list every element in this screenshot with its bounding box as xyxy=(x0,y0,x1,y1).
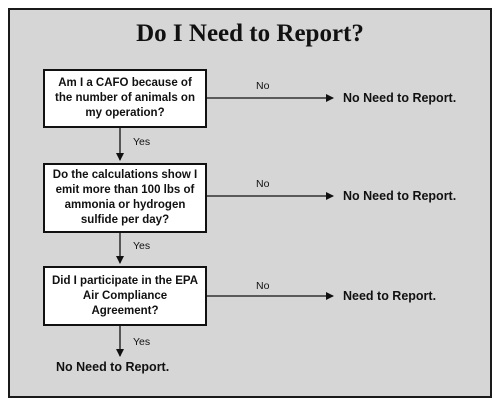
q3-no-label: No xyxy=(256,280,270,292)
q2-no-label: No xyxy=(256,178,270,190)
q1-yes-label: Yes xyxy=(133,136,151,148)
question-box-1: Am I a CAFO because of the number of ani… xyxy=(43,69,207,128)
q1-no-outcome: No Need to Report. xyxy=(343,91,457,105)
chart-title: Do I Need to Report? xyxy=(136,20,364,47)
question-box-3: Did I participate in the EPA Air Complia… xyxy=(43,266,207,326)
q1-no-label: No xyxy=(256,80,270,92)
question-box-2: Do the calculations show I emit more tha… xyxy=(43,163,207,233)
q3-yes-label: Yes xyxy=(133,336,151,348)
q2-no-outcome: No Need to Report. xyxy=(343,189,457,203)
q2-yes-label: Yes xyxy=(133,240,151,252)
q3-no-outcome: Need to Report. xyxy=(343,289,437,303)
final-outcome: No Need to Report. xyxy=(56,360,170,374)
